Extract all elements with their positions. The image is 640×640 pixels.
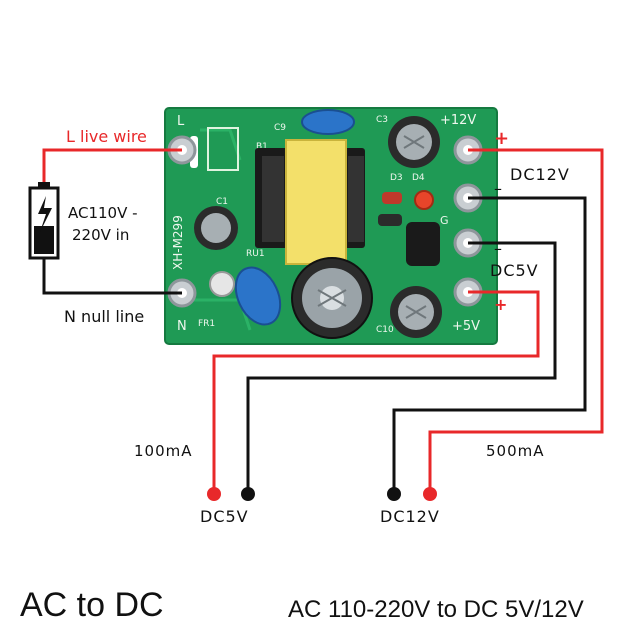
footer-title: AC to DC — [20, 586, 164, 624]
label-dc5v-top: DC5V — [490, 261, 539, 280]
dot-12v-plus — [423, 487, 437, 501]
silk-plus12: +12V — [440, 113, 476, 128]
silk-c10: C10 — [376, 325, 394, 335]
led-indicator — [414, 190, 434, 210]
label-plus-12v: + — [494, 128, 509, 149]
output-wiring — [207, 148, 604, 501]
label-dc12v-top: DC12V — [510, 165, 570, 184]
live-wire — [42, 148, 182, 186]
fuse-resistor — [209, 271, 235, 297]
silk-fr1: FR1 — [198, 319, 215, 329]
footer-subtitle: AC 110-220V to DC 5V/12V — [288, 596, 584, 623]
wire-12v-plus — [428, 148, 604, 492]
silk-plus5: +5V — [452, 319, 480, 334]
label-minus-12v: – — [494, 179, 502, 198]
x-capacitor — [234, 266, 282, 326]
silk-outline — [207, 127, 239, 171]
label-current-5v: 100mA — [134, 442, 193, 460]
silk-d4: D4 — [412, 173, 425, 183]
silk-d3: D3 — [390, 173, 403, 183]
wire-12v-minus — [392, 196, 587, 492]
label-minus-5v: – — [494, 239, 502, 258]
label-neutral: N null line — [64, 307, 144, 326]
regulator-chip — [406, 222, 440, 266]
silk-g: G — [440, 214, 449, 227]
wire-5v-minus — [246, 241, 557, 492]
transformer — [255, 139, 365, 265]
diode-d3 — [382, 192, 402, 204]
dot-5v-minus — [241, 487, 255, 501]
label-out-12v: DC12V — [380, 507, 440, 526]
silk-n: N — [177, 319, 187, 334]
neutral-wire — [42, 258, 182, 295]
silk-ru1: RU1 — [246, 249, 265, 259]
silk-model: XH-M299 — [171, 215, 185, 270]
silk-c3: C3 — [376, 115, 388, 125]
label-current-12v: 500mA — [486, 442, 545, 460]
dot-12v-minus — [387, 487, 401, 501]
label-ac-input-2: 220V in — [72, 226, 129, 244]
main-capacitor — [291, 257, 373, 339]
silk-c9: C9 — [274, 123, 286, 133]
capacitor-c1 — [194, 206, 238, 250]
diode-d4 — [378, 214, 402, 226]
input-wiring — [28, 148, 182, 295]
wire-5v-plus — [212, 290, 540, 492]
capacitor-c10 — [390, 286, 442, 338]
label-ac-input-1: AC110V - — [68, 204, 138, 222]
ac-source-icon — [28, 182, 60, 260]
label-plus-5v: + — [494, 295, 507, 314]
label-out-5v: DC5V — [200, 507, 249, 526]
capacitor-c3 — [388, 116, 440, 168]
silk-l: L — [177, 114, 185, 129]
silk-c1: C1 — [216, 197, 228, 207]
pcb-board: L N +12V +5V G C9 C3 B1 C1 D3 D4 FR1 RU1… — [164, 107, 498, 345]
y-capacitor — [301, 109, 355, 135]
silk-b1: B1 — [256, 142, 268, 152]
label-live-wire: L live wire — [66, 127, 147, 146]
dot-5v-plus — [207, 487, 221, 501]
